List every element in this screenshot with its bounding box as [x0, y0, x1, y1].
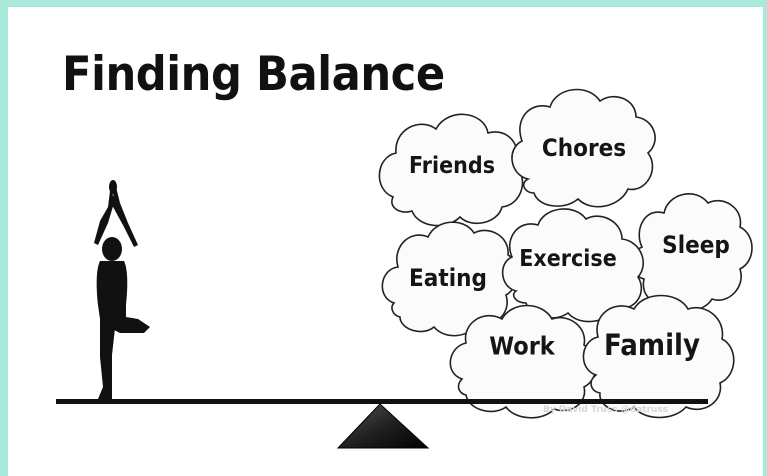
- cloud-label-sleep: Sleep: [662, 231, 730, 259]
- yoga-pose-figure: [94, 180, 150, 399]
- seesaw-plank: [56, 399, 708, 404]
- cloud-chores: [511, 88, 656, 208]
- cloud-label-work: Work: [489, 331, 555, 361]
- illustration-canvas: [56, 88, 753, 449]
- illustration-frame: Finding Balance Friends Chores Sleep Eat…: [8, 7, 763, 476]
- cloud-family: [582, 294, 735, 419]
- cloud-label-friends: Friends: [408, 153, 496, 179]
- credit-watermark: By David Truss @datruss: [543, 405, 669, 415]
- cloud-label-exercise: Exercise: [519, 246, 617, 272]
- page-title: Finding Balance: [62, 47, 445, 102]
- cloud-label-family: Family: [603, 328, 701, 362]
- cloud-label-chores: Chores: [541, 134, 627, 162]
- cloud-label-eating: Eating: [409, 264, 487, 292]
- triangle-fulcrum: [336, 403, 430, 449]
